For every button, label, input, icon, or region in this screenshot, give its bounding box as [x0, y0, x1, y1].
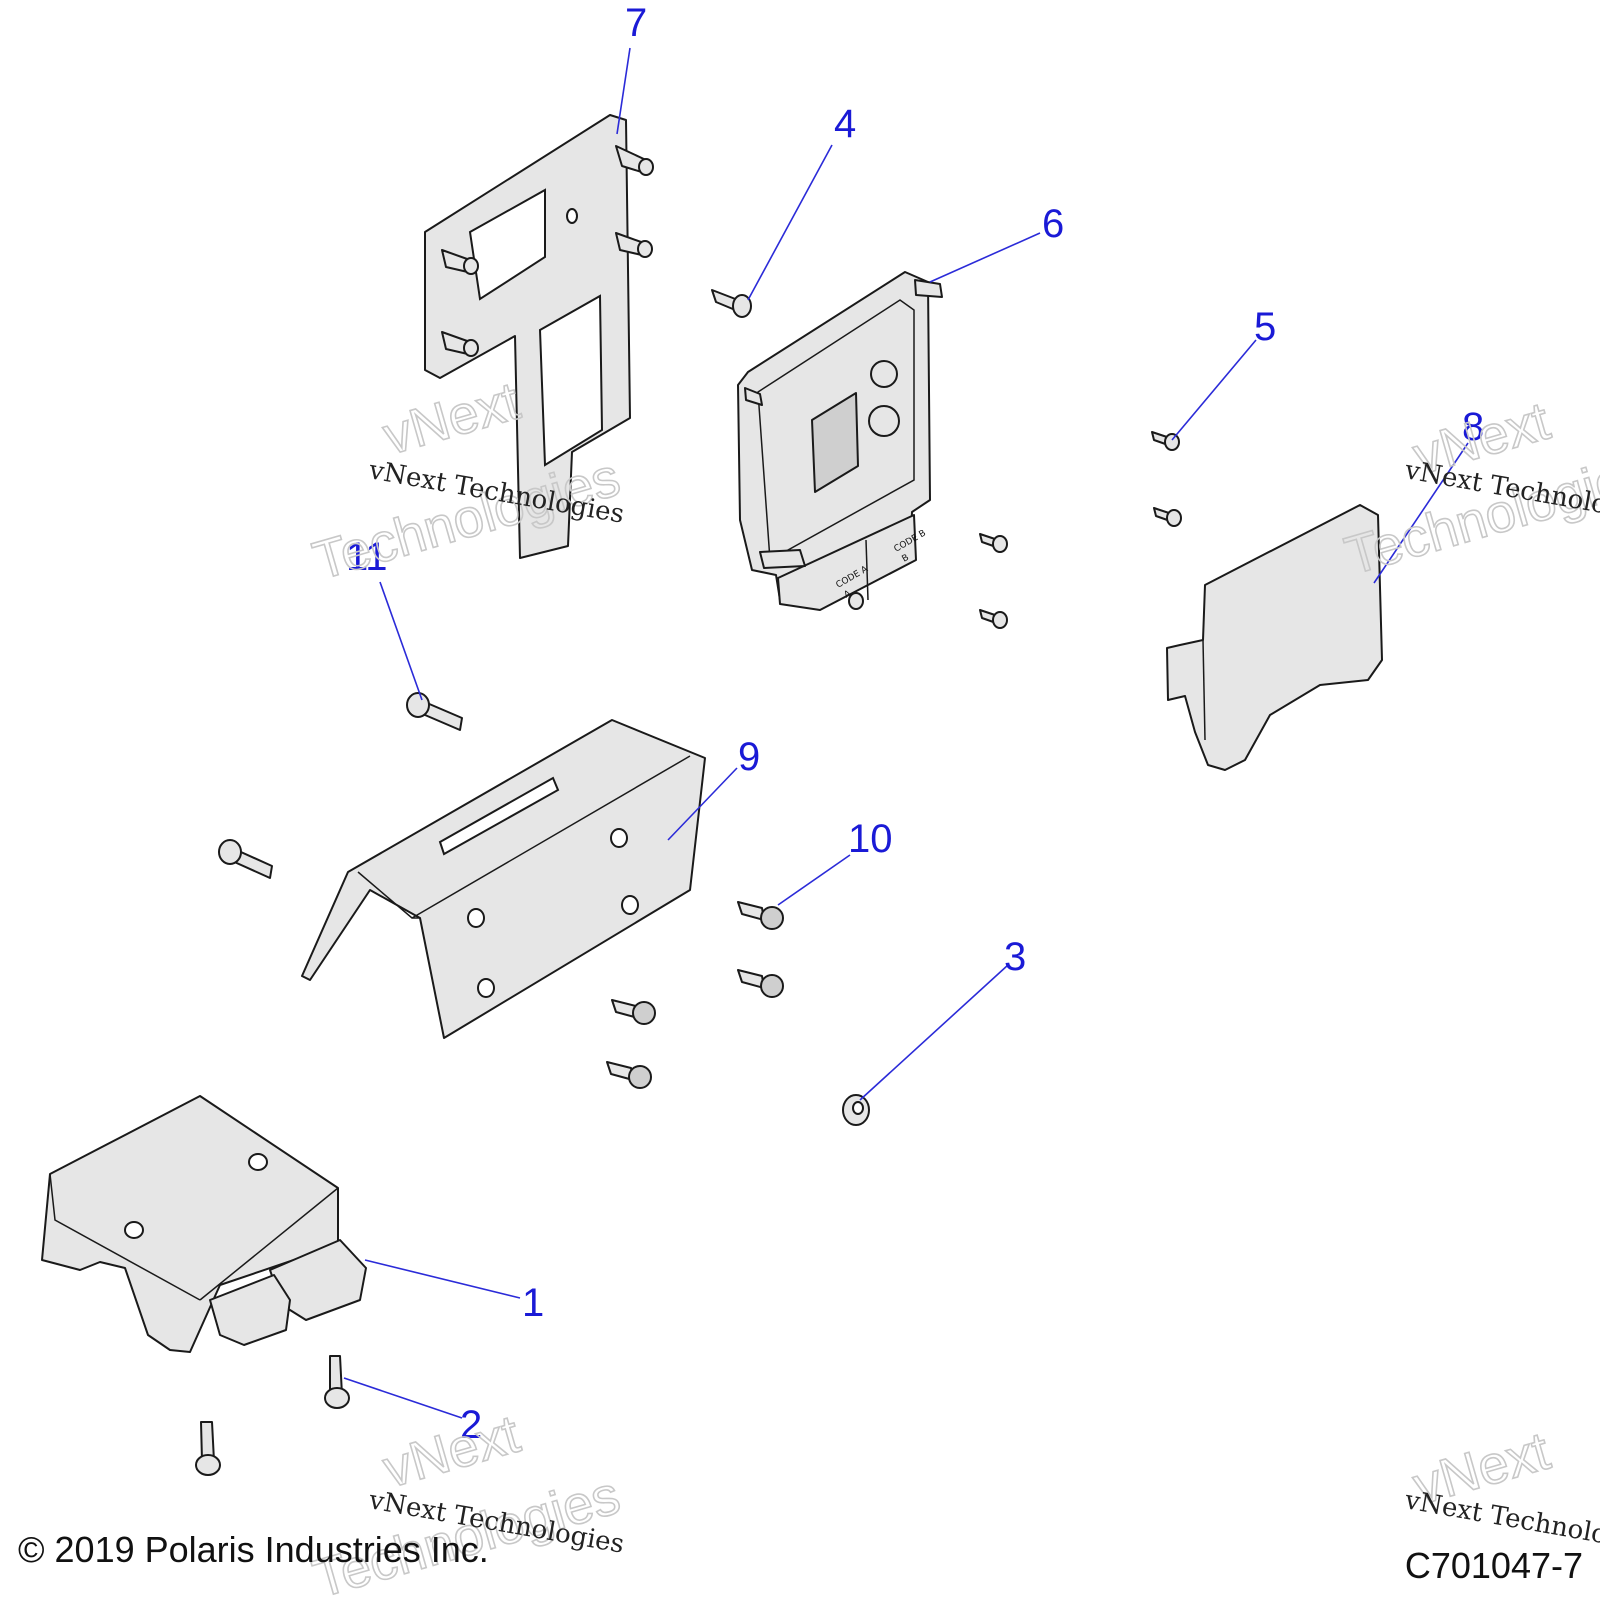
leader-10: [777, 854, 851, 906]
callout-6: 6: [1042, 202, 1064, 246]
callout-3: 3: [1004, 935, 1026, 979]
watermark-ghost-line1: vNext: [377, 371, 526, 467]
stud-top-right: [615, 145, 654, 176]
stud-left-upper: [441, 249, 479, 275]
callout-2: 2: [460, 1403, 482, 1447]
drawing-number: C701047-7: [1405, 1545, 1583, 1586]
part-8-ecu-cover: [1166, 504, 1383, 771]
bolt-left: [218, 839, 273, 879]
leader-7: [616, 47, 631, 135]
copyright-text: © 2019 Polaris Industries Inc.: [18, 1529, 489, 1570]
callout-labels: 7 4 6 5 8 11 9 10 3 1 2: [346, 1, 1484, 1447]
part-7-mounting-plate: [424, 114, 654, 559]
part-5-screws: [979, 431, 1182, 629]
watermark-upper-right: vNext Technologies vNext Technologies: [1338, 390, 1600, 587]
watermark-ghost-line1: vNext: [377, 1404, 526, 1500]
leader-8: [1373, 442, 1469, 584]
leader-11: [379, 581, 423, 701]
part-10-push-clips: [606, 901, 784, 1089]
callout-4: 4: [834, 102, 856, 146]
leader-3: [859, 964, 1009, 1101]
callout-1: 1: [522, 1281, 544, 1325]
part-9-bracket: [301, 719, 706, 1039]
callout-7: 7: [625, 1, 647, 45]
part-3-nut: [842, 1094, 870, 1126]
part-6-ecu-module: CODE A A CODE B B: [737, 271, 943, 611]
watermark-lower-right: vNext vNext Technologies: [1402, 1420, 1600, 1560]
leader-2: [343, 1377, 463, 1419]
callout-5: 5: [1254, 305, 1276, 349]
leader-6: [929, 232, 1041, 283]
stud-mid-right: [615, 232, 653, 258]
part-1-control-module: [41, 1095, 367, 1353]
leader-5: [1171, 339, 1257, 441]
callout-11: 11: [346, 535, 388, 579]
part-2-bolts: [195, 1355, 350, 1476]
ecu-letter-b-label: B: [901, 553, 911, 565]
footer: © 2019 Polaris Industries Inc. C701047-7: [18, 1529, 1583, 1586]
callout-9: 9: [738, 735, 760, 779]
part-11-bolt: [406, 692, 463, 731]
part-4-screw: [711, 289, 752, 318]
callout-10: 10: [848, 817, 893, 861]
leader-4: [747, 144, 833, 301]
leader-lines: [343, 47, 1469, 1419]
leader-9: [667, 767, 738, 841]
callout-8: 8: [1462, 405, 1484, 449]
watermark-lower-left: vNext Technologies vNext Technologies: [306, 1403, 627, 1600]
stud-left-lower: [441, 331, 479, 357]
leader-1: [364, 1259, 521, 1299]
ecu-letter-a-label: A: [843, 588, 854, 600]
